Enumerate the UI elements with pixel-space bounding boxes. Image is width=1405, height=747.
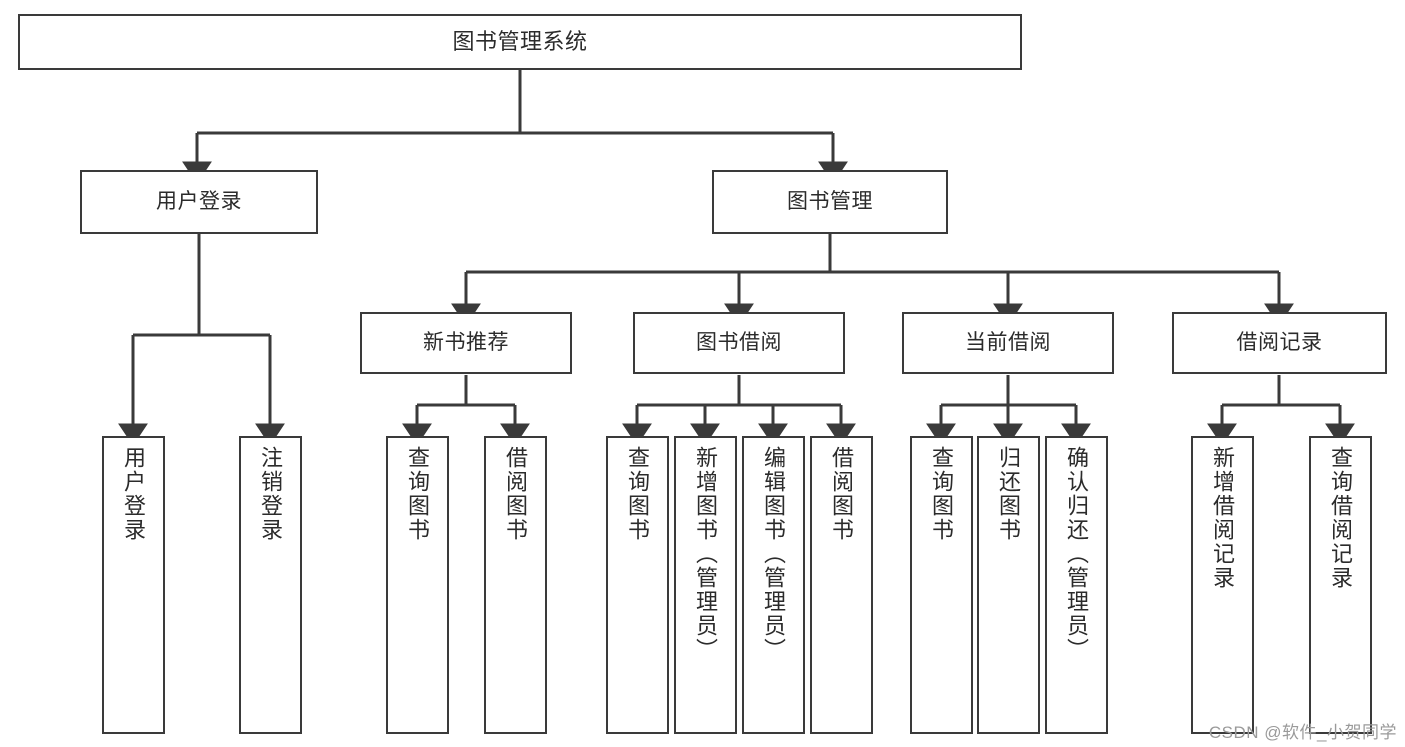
- leaf-book-borrow-query-label: 查询图书: [625, 446, 651, 542]
- leaf-book-borrow-borrow[interactable]: 借阅图书: [810, 436, 873, 734]
- node-user-login[interactable]: 用户登录: [80, 170, 318, 234]
- leaf-current-borrow-query[interactable]: 查询图书: [910, 436, 973, 734]
- node-current-borrow-label: 当前借阅: [965, 330, 1051, 354]
- node-borrow-record-label: 借阅记录: [1236, 330, 1323, 354]
- leaf-borrow-record-query-label: 查询借阅记录: [1328, 446, 1354, 590]
- leaf-book-borrow-edit-label: 编辑图书（管理员）: [761, 446, 787, 662]
- leaf-current-borrow-return[interactable]: 归还图书: [977, 436, 1040, 734]
- leaf-current-borrow-return-label: 归还图书: [996, 446, 1022, 542]
- leaf-book-borrow-add-label: 新增图书（管理员）: [693, 446, 719, 662]
- leaf-current-borrow-confirm-return-label: 确认归还（管理员）: [1064, 446, 1090, 662]
- leaf-borrow-record-add[interactable]: 新增借阅记录: [1191, 436, 1254, 734]
- leaf-user-login-logout-label: 注销登录: [258, 446, 284, 542]
- leaf-user-login-logout[interactable]: 注销登录: [239, 436, 302, 734]
- leaf-new-book-borrow-label: 借阅图书: [503, 446, 529, 542]
- node-new-book-recommend-label: 新书推荐: [423, 330, 509, 354]
- node-book-management-label: 图书管理: [787, 189, 873, 213]
- node-book-borrow[interactable]: 图书借阅: [633, 312, 845, 374]
- leaf-book-borrow-query[interactable]: 查询图书: [606, 436, 669, 734]
- node-user-login-label: 用户登录: [156, 189, 242, 213]
- node-borrow-record[interactable]: 借阅记录: [1172, 312, 1387, 374]
- leaf-user-login-login[interactable]: 用户登录: [102, 436, 165, 734]
- leaf-book-borrow-add[interactable]: 新增图书（管理员）: [674, 436, 737, 734]
- leaf-borrow-record-query[interactable]: 查询借阅记录: [1309, 436, 1372, 734]
- leaf-new-book-query[interactable]: 查询图书: [386, 436, 449, 734]
- leaf-book-borrow-edit[interactable]: 编辑图书（管理员）: [742, 436, 805, 734]
- leaf-current-borrow-query-label: 查询图书: [929, 446, 955, 542]
- leaf-user-login-login-label: 用户登录: [121, 446, 147, 542]
- leaf-current-borrow-confirm-return[interactable]: 确认归还（管理员）: [1045, 436, 1108, 734]
- node-book-management[interactable]: 图书管理: [712, 170, 948, 234]
- node-root-label: 图书管理系统: [452, 29, 588, 55]
- node-book-borrow-label: 图书借阅: [696, 330, 782, 354]
- leaf-book-borrow-borrow-label: 借阅图书: [829, 446, 855, 542]
- leaf-new-book-query-label: 查询图书: [405, 446, 431, 542]
- node-current-borrow[interactable]: 当前借阅: [902, 312, 1114, 374]
- node-root-library-management-system[interactable]: 图书管理系统: [18, 14, 1022, 70]
- node-new-book-recommend[interactable]: 新书推荐: [360, 312, 572, 374]
- csdn-watermark: CSDN @软件_小贺同学: [1208, 723, 1397, 742]
- leaf-borrow-record-add-label: 新增借阅记录: [1210, 446, 1236, 590]
- leaf-new-book-borrow[interactable]: 借阅图书: [484, 436, 547, 734]
